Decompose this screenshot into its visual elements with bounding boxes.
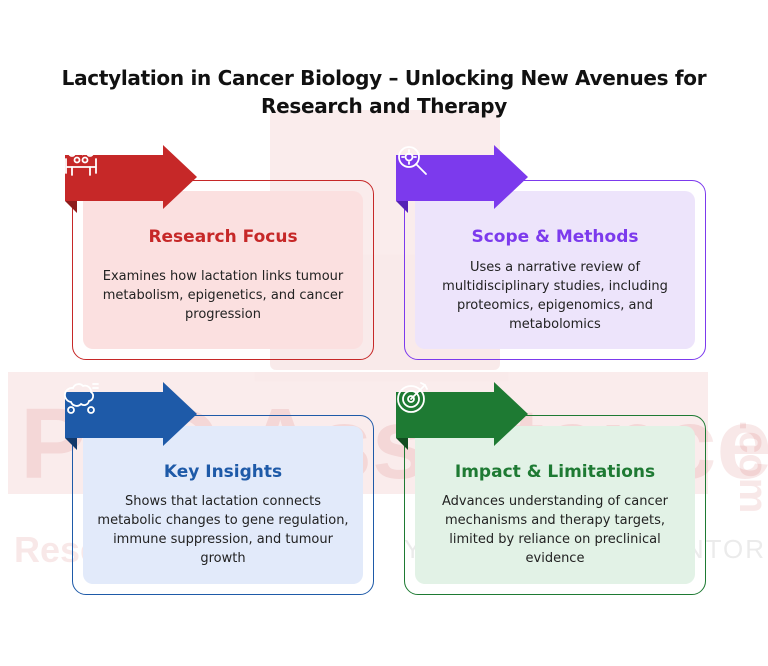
card-title: Key Insights bbox=[163, 462, 283, 482]
card-title: Research Focus bbox=[148, 227, 298, 247]
card-scope-methods: Scope & Methods Uses a narrative review … bbox=[404, 180, 706, 360]
card-title: Scope & Methods bbox=[471, 227, 639, 247]
meeting-people-icon bbox=[65, 144, 97, 176]
card-title: Impact & Limitations bbox=[454, 462, 656, 482]
watermark-domain: .com bbox=[731, 420, 768, 513]
banner-research bbox=[63, 143, 199, 215]
target-arrow-icon bbox=[397, 382, 428, 413]
banner-scope bbox=[394, 143, 530, 215]
card-body: Uses a narrative review of multidiscipli… bbox=[442, 260, 668, 332]
card-background bbox=[83, 191, 363, 349]
card-background bbox=[415, 426, 695, 584]
brain-gears-icon bbox=[64, 383, 99, 414]
card-background bbox=[415, 191, 695, 349]
card-body: Examines how lactation links tumour meta… bbox=[102, 269, 344, 322]
card-key-insights: Key Insights Shows that lactation connec… bbox=[72, 415, 374, 595]
banner-insights bbox=[63, 380, 199, 452]
magnifier-gear-icon bbox=[398, 146, 427, 175]
card-background bbox=[83, 426, 363, 584]
card-body: Advances understanding of cancer mechani… bbox=[441, 494, 668, 566]
card-research-focus: Research Focus Examines how lactation li… bbox=[72, 180, 374, 360]
page-title: Lactylation in Cancer Biology – Unlockin… bbox=[61, 66, 707, 118]
banner-impact bbox=[394, 380, 530, 452]
card-body: Shows that lactation connects metabolic … bbox=[97, 494, 349, 566]
card-impact-limitations: Impact & Limitations Advances understand… bbox=[404, 415, 706, 595]
